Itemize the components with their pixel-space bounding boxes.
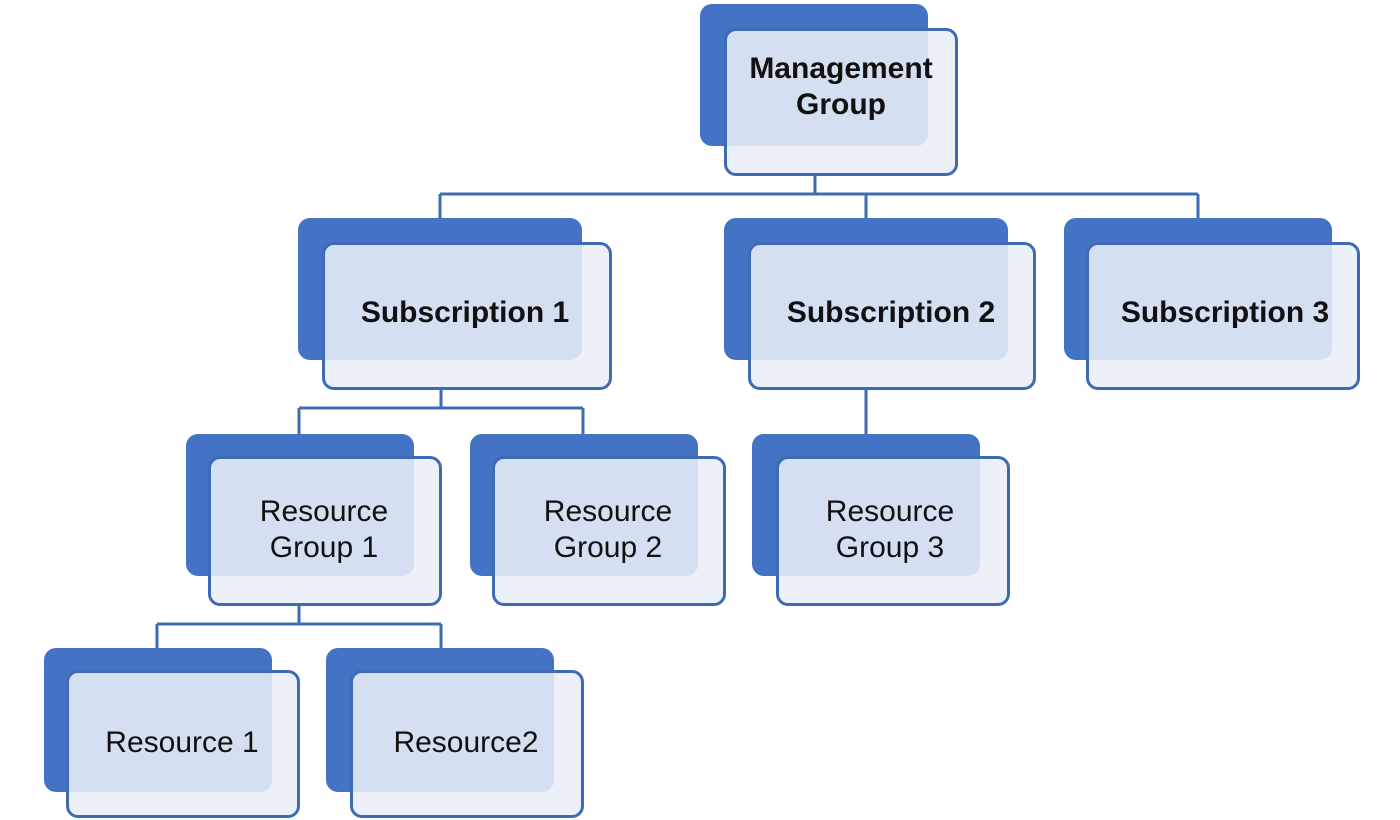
subscription-3-label: Subscription 3: [1120, 296, 1330, 329]
resource-1-node: Resource 1: [44, 648, 302, 820]
node-box: [66, 670, 300, 818]
subscription-3-node: Subscription 3: [1064, 218, 1362, 390]
resource-group-2-node: Resource Group 2: [470, 434, 726, 606]
node-box: [322, 242, 612, 390]
node-box: [748, 242, 1036, 390]
node-box: [350, 670, 584, 818]
management-group-node: Management Group: [700, 4, 960, 176]
resource-2-node: Resource2: [326, 648, 586, 820]
management-group-label: Management Group: [749, 52, 933, 121]
resource-group-3-node: Resource Group 3: [752, 434, 1010, 606]
node-box: [724, 28, 958, 176]
resource-group-1-node: Resource Group 1: [186, 434, 444, 606]
node-box: [208, 456, 442, 606]
resource-group-2-label: Resource Group 2: [543, 495, 673, 564]
subscription-1-node: Subscription 1: [298, 218, 614, 390]
subscription-2-node: Subscription 2: [724, 218, 1038, 390]
subscription-1-label: Subscription 1: [360, 296, 570, 329]
subscription-2-label: Subscription 2: [786, 296, 996, 329]
node-box: [492, 456, 726, 606]
node-box: [1086, 242, 1360, 390]
resource-group-3-label: Resource Group 3: [825, 495, 955, 564]
resource-group-1-label: Resource Group 1: [259, 495, 389, 564]
node-box: [776, 456, 1010, 606]
resource-1-label: Resource 1: [105, 726, 259, 759]
resource-2-label: Resource2: [393, 726, 539, 759]
